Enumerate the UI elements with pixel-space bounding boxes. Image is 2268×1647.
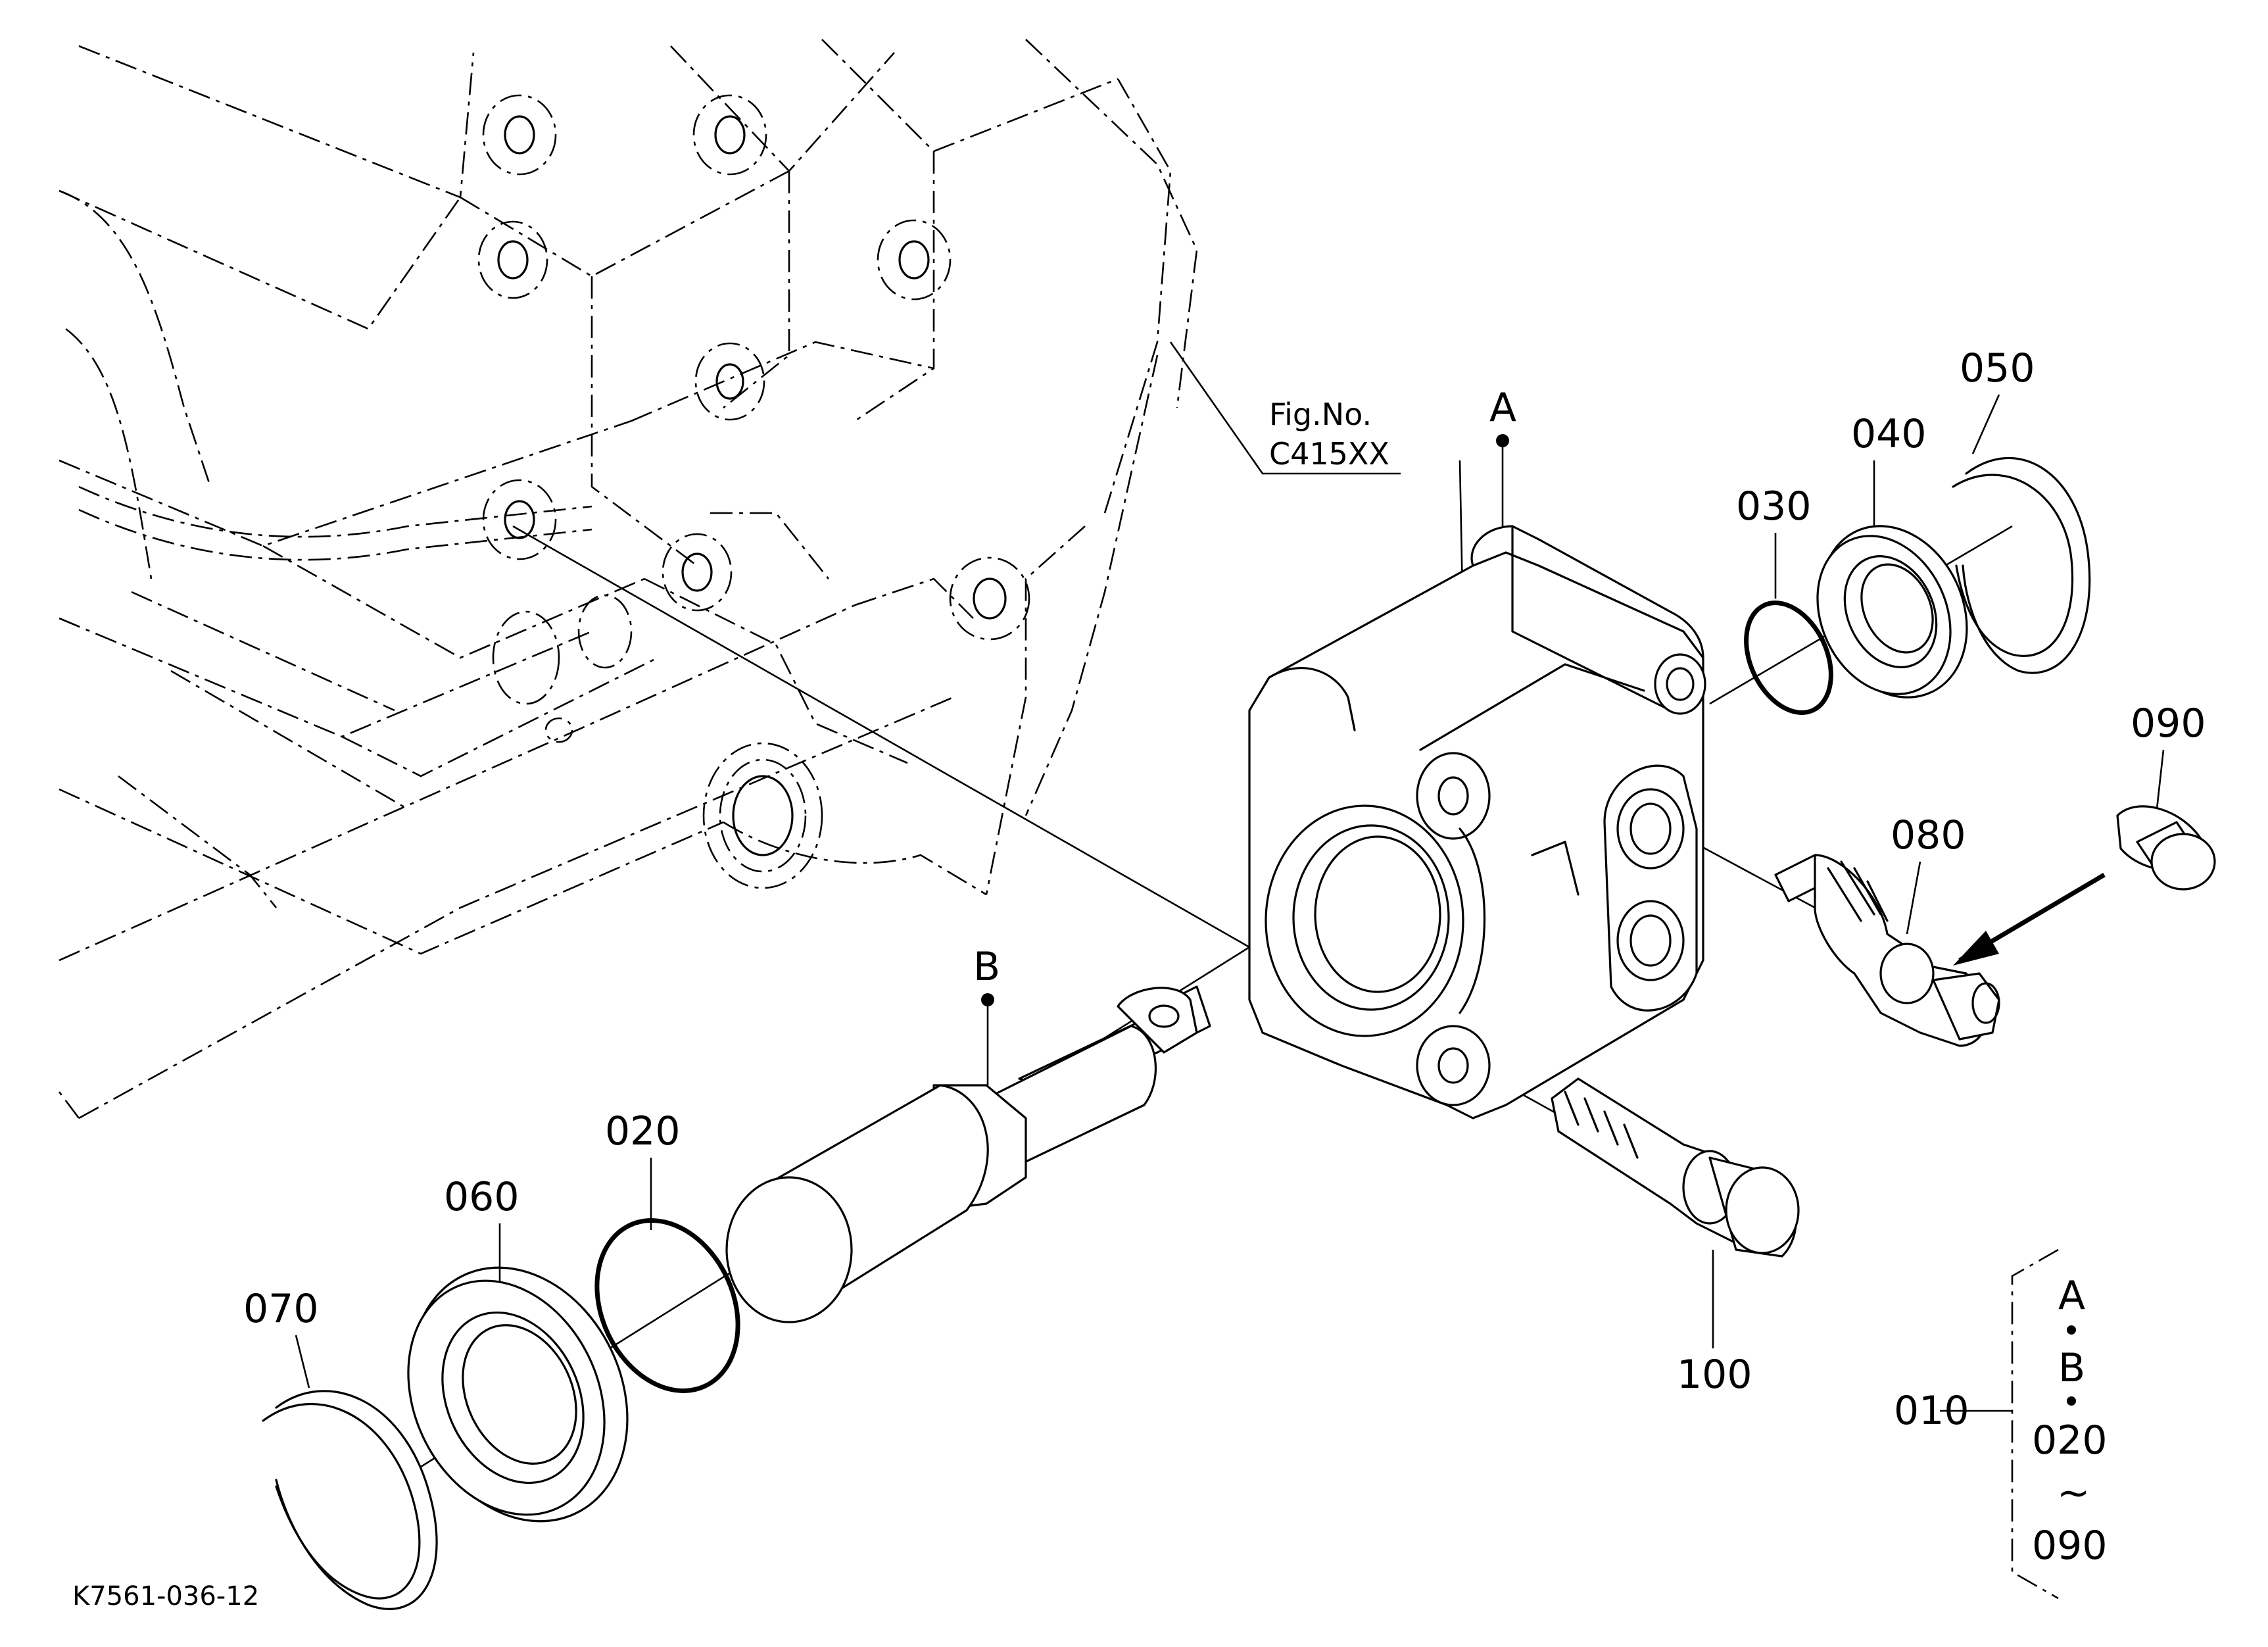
part-100-label: 100 — [1677, 1352, 1752, 1398]
valve-housing-a — [1248, 525, 1706, 1119]
fig-no-code: C415XX — [1269, 436, 1389, 472]
assembly-bracket-010: 010 A B 020 ~ 090 — [1894, 1248, 2108, 1600]
drawing-code: K7561-036-12 — [72, 1581, 259, 1611]
part-020-label: 020 — [605, 1108, 681, 1154]
figure-reference: Fig.No. C415XX — [1169, 341, 1401, 475]
piston-rod-b: B — [725, 944, 1211, 1323]
bracket-b: B — [2058, 1345, 2085, 1391]
case-boss-holes — [477, 94, 1030, 889]
case-pipe — [78, 485, 592, 908]
snap-ring-050: 050 — [1952, 345, 2091, 674]
bracket-from: 020 — [2032, 1417, 2108, 1463]
cap-090: 090 — [2116, 701, 2216, 891]
part-010-label: 010 — [1894, 1388, 1969, 1434]
part-040-label: 040 — [1851, 411, 1927, 457]
oil-seal-060: 060 — [407, 1174, 629, 1523]
ref-a-label: A — [1489, 385, 1516, 431]
part-070-label: 070 — [243, 1286, 319, 1332]
fig-no-label: Fig.No. — [1269, 397, 1372, 432]
part-080-label: 080 — [1891, 812, 1966, 858]
o-ring-020: 020 — [594, 1108, 740, 1393]
part-090-label: 090 — [2131, 701, 2206, 747]
assembly-axis-lines — [420, 460, 2013, 1468]
transmission-case-outline — [58, 39, 1198, 1119]
part-030-label: 030 — [1736, 483, 1812, 529]
ref-b-label: B — [973, 944, 1000, 990]
snap-ring-070: 070 — [243, 1286, 438, 1610]
install-arrow — [1953, 872, 2106, 966]
part-050-label: 050 — [1960, 345, 2035, 391]
bracket-to: 090 — [2032, 1523, 2108, 1569]
bracket-tilde: ~ — [2057, 1470, 2090, 1516]
o-ring-030: 030 — [1736, 483, 1833, 715]
bleeder-screw-080: 080 — [1774, 812, 2000, 1047]
oil-seal-040: 040 — [1816, 411, 1968, 699]
reference-a: A — [1489, 385, 1516, 526]
bolt-100: 100 — [1551, 1077, 1800, 1398]
part-060-label: 060 — [444, 1174, 519, 1220]
bracket-a: A — [2058, 1273, 2085, 1319]
